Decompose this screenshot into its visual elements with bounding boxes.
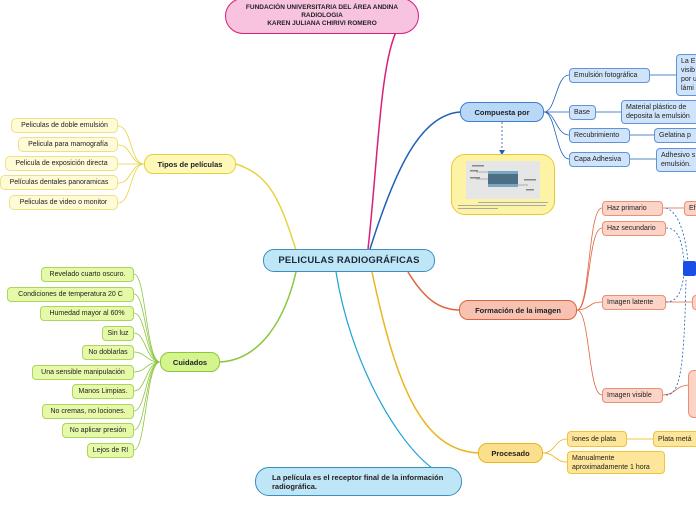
title-line-1: FUNDACIÓN UNIVERSITARIA DEL ÁREA ANDINA	[245, 4, 399, 11]
title-line-3: KAREN JULIANA CHIRIVI ROMERO	[267, 20, 377, 27]
capa-adhesiva-node[interactable]: Capa Adhesiva	[569, 152, 630, 167]
emulsion-node[interactable]: Emulsión fotográfica	[569, 68, 650, 83]
formacion-imagen-topic[interactable]: Formación de la imagen	[459, 300, 577, 320]
procesado-topic[interactable]: Procesado	[478, 443, 543, 463]
haz-secundario-node[interactable]: Haz secundario	[602, 221, 666, 236]
cuidados-item[interactable]: Condiciones de temperatura 20 C	[7, 287, 134, 302]
manualmente-node[interactable]: Manualmente aproximadamente 1 hora	[567, 451, 665, 474]
recubrimiento-detail[interactable]: Gelatina p	[654, 128, 696, 143]
relationship-marker[interactable]	[683, 261, 696, 276]
film-image-caption	[458, 201, 550, 213]
emulsion-detail-line: La E	[681, 58, 696, 65]
tipos-item[interactable]: Pelicula para mamografía	[18, 137, 118, 152]
cuidados-item[interactable]: No cremas, no lociones.	[42, 404, 134, 419]
haz-primario-node[interactable]: Haz primario	[602, 201, 663, 216]
tipos-item[interactable]: Peliculas de doble emulsión	[11, 118, 118, 133]
central-topic[interactable]: PELICULAS RADIOGRÁFICAS	[263, 249, 435, 272]
tipos-item[interactable]: Peliculas de video o monitor	[9, 195, 118, 210]
imagen-latente-node[interactable]: Imagen latente	[602, 295, 666, 310]
film-structure-image	[451, 154, 555, 215]
note-node[interactable]: La película es el receptor final de la i…	[255, 467, 462, 496]
tipos-item[interactable]: Películas dentales panoramicas	[0, 175, 118, 190]
capa-adhesiva-detail-line: Adhesivo s	[661, 152, 696, 159]
emulsion-detail-line: por u	[681, 76, 696, 83]
film-cross-section-diagram	[466, 161, 540, 199]
base-detail-line: Material plástico de	[626, 104, 687, 111]
emulsion-detail-line: lámi	[681, 85, 694, 92]
compuesta-topic[interactable]: Compuesta por	[460, 102, 544, 122]
cuidados-topic[interactable]: Cuidados	[160, 352, 220, 372]
cuidados-item[interactable]: Lejos de RI	[87, 443, 134, 458]
base-node[interactable]: Base	[569, 105, 596, 120]
iones-plata-node[interactable]: Iones de plata	[567, 431, 627, 447]
recubrimiento-node[interactable]: Recubrimiento	[569, 128, 630, 143]
haz-primario-detail[interactable]: Efe	[684, 201, 696, 216]
imagen-visible-node[interactable]: Imagen visible	[602, 388, 663, 403]
cuidados-item[interactable]: Sin luz	[102, 326, 134, 341]
capa-adhesiva-detail-line: emulsión.	[661, 161, 691, 168]
tipos-peliculas-topic[interactable]: Tipos de películas	[144, 154, 236, 174]
base-detail-line: deposita la emulsión	[626, 113, 690, 120]
cuidados-item[interactable]: Manos Limpias.	[72, 384, 134, 399]
cuidados-item[interactable]: Una sensible manipulación	[32, 365, 134, 380]
cuidados-item[interactable]: Revelado cuarto oscuro.	[41, 267, 134, 282]
cuidados-item[interactable]: No aplicar presión	[62, 423, 134, 438]
emulsion-detail-line: visib	[681, 67, 696, 74]
base-detail[interactable]: Material plástico de deposita la emulsió…	[621, 100, 696, 124]
cuidados-item[interactable]: No doblarlas	[82, 345, 134, 360]
cuidados-item[interactable]: Humedad mayor al 60%	[40, 306, 134, 321]
imagen-latente-detail[interactable]	[692, 295, 696, 310]
capa-adhesiva-detail[interactable]: Adhesivo s emulsión.	[656, 148, 696, 172]
iones-plata-detail[interactable]: Plata metá	[653, 431, 696, 447]
title-node[interactable]: FUNDACIÓN UNIVERSITARIA DEL ÁREA ANDINA …	[225, 0, 419, 34]
tipos-item[interactable]: Pelicula de exposición directa	[5, 156, 118, 171]
title-line-2: RADIOLOGIA	[301, 12, 343, 19]
emulsion-detail[interactable]: La E visib por u lámi	[676, 54, 696, 96]
imagen-visible-detail[interactable]	[688, 370, 696, 418]
